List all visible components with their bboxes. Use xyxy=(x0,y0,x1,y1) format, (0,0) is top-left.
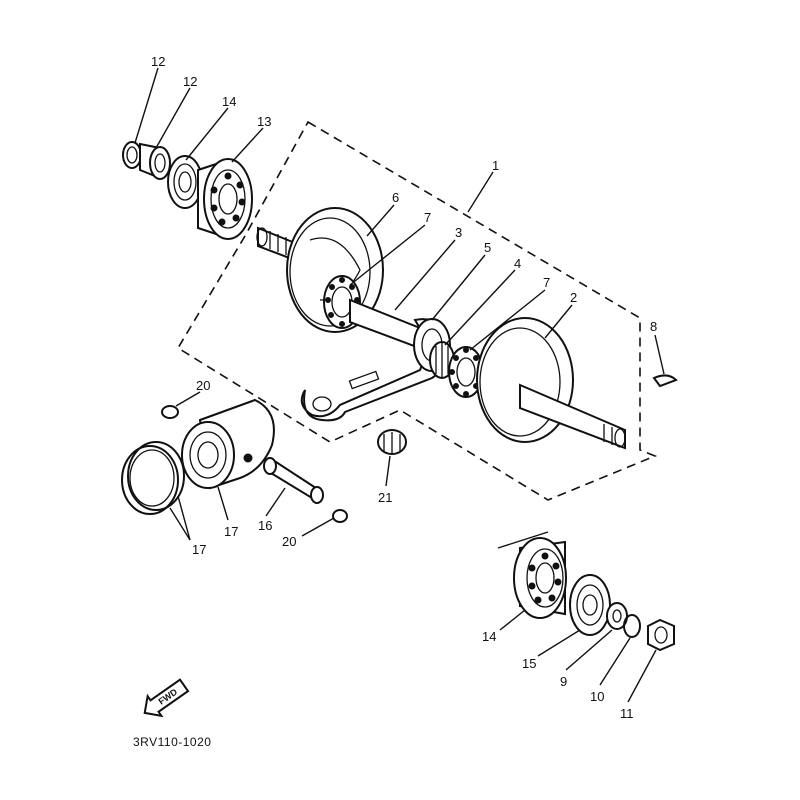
callout-9: 9 xyxy=(560,674,567,689)
callout-15: 15 xyxy=(522,656,536,671)
callout-2: 2 xyxy=(570,290,577,305)
crank-shaft-right-2 xyxy=(476,317,626,450)
piston-rings-19 xyxy=(121,441,185,515)
small-end-bearing-21 xyxy=(377,429,407,455)
circlip-20-top xyxy=(161,405,179,419)
callout-14-bottom: 14 xyxy=(482,629,496,644)
bearing-14-left xyxy=(197,158,253,240)
nut-11 xyxy=(647,618,675,652)
connecting-rod-5 xyxy=(300,318,451,422)
diagram-code: 3RV110-1020 xyxy=(133,735,211,749)
piston-pin-18 xyxy=(263,457,324,504)
needle-bearing-4 xyxy=(429,341,455,379)
callout-8: 8 xyxy=(650,319,657,334)
piston-17 xyxy=(181,398,275,490)
callout-17: 17 xyxy=(224,524,238,539)
callout-5: 5 xyxy=(484,240,491,255)
needle-bearing-7-right xyxy=(448,346,484,398)
circlip-20-bottom xyxy=(332,509,348,523)
washer-9 xyxy=(606,602,628,630)
callout-12: 12 xyxy=(151,54,165,69)
callout-6: 6 xyxy=(392,190,399,205)
bearing-14-right xyxy=(513,537,567,619)
crankshaft-assembly-boundary xyxy=(176,120,658,501)
callout-20-top: 20 xyxy=(196,378,210,393)
callout-7-right: 7 xyxy=(543,275,550,290)
callout-14-top: 13 xyxy=(257,114,271,129)
callout-3: 3 xyxy=(455,225,462,240)
leader-lines xyxy=(134,67,665,703)
callout-21: 21 xyxy=(378,490,392,505)
bearing-16 xyxy=(167,155,203,209)
forward-arrow-icon: FWD xyxy=(143,678,190,718)
collar-13 xyxy=(139,142,171,180)
callout-13: 12 xyxy=(183,74,197,89)
callout-7-left: 7 xyxy=(424,210,431,225)
callout-4: 4 xyxy=(514,256,521,271)
woodruff-key-8 xyxy=(652,374,678,388)
oil-seal-12 xyxy=(122,141,142,169)
assembly-link-line xyxy=(497,531,549,549)
callout-16: 14 xyxy=(222,94,236,109)
callout-11: 11 xyxy=(620,706,634,721)
callout-18: 16 xyxy=(258,518,272,533)
callout-1: 1 xyxy=(492,158,499,173)
callout-20-bottom: 20 xyxy=(282,534,296,549)
oil-seal-15 xyxy=(569,574,611,636)
callout-10: 10 xyxy=(590,689,604,704)
lock-washer-10 xyxy=(623,614,641,638)
callout-19: 17 xyxy=(192,542,206,557)
